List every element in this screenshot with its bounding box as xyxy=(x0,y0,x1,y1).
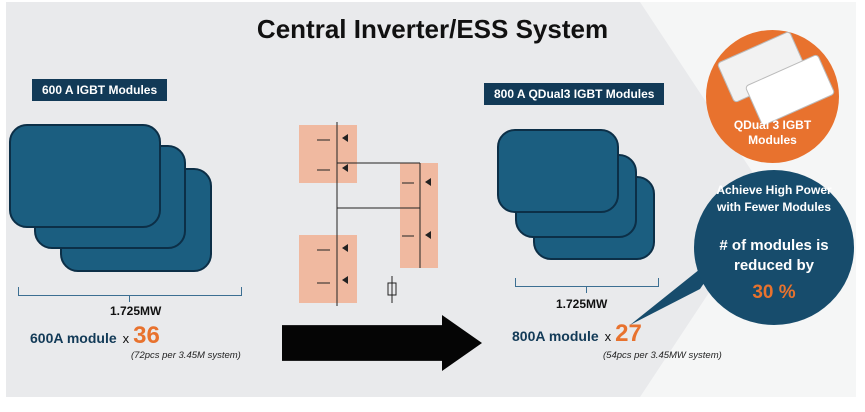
right-module-note: (54pcs per 3.45MW system) xyxy=(603,350,722,361)
left-module-count: 36 xyxy=(133,322,160,349)
callout-line1: Achieve High Power xyxy=(716,183,832,197)
right-module-count: 27 xyxy=(615,320,642,347)
right-capacity: 1.725MW xyxy=(556,297,608,311)
left-multiply-sign: x xyxy=(122,331,130,346)
callout-body: # of modules is reduced by xyxy=(694,236,854,276)
left-module-note: (72pcs per 3.45M system) xyxy=(131,350,241,361)
callout-percent: 30 % xyxy=(752,282,796,303)
left-module-name: 600A module xyxy=(30,330,117,346)
product-photo-caption: QDual 3 IGBT Modules xyxy=(706,118,839,148)
right-module-name: 800A module xyxy=(512,328,599,344)
callout-heading: Achieve High Power with Fewer Modules xyxy=(694,182,854,216)
igbt-schematic-diagram xyxy=(299,122,438,306)
product-caption-line2: Modules xyxy=(748,133,797,147)
right-module-stack-front xyxy=(497,129,619,213)
schematic-highlight-bottom-left xyxy=(299,235,357,303)
left-brace xyxy=(18,287,242,296)
callout-line3: # of modules is xyxy=(719,237,829,254)
left-module-stack-front xyxy=(9,124,161,228)
product-caption-line1: QDual 3 IGBT xyxy=(733,118,812,132)
right-module-label: 800 A QDual3 IGBT Modules xyxy=(484,83,665,105)
left-capacity: 1.725MW xyxy=(110,304,162,318)
left-module-label: 600 A IGBT Modules xyxy=(32,79,168,101)
right-brace-tip xyxy=(586,286,587,293)
page-title: Central Inverter/ESS System xyxy=(256,14,609,44)
schematic-highlight-top-left xyxy=(299,125,357,183)
right-brace xyxy=(515,278,659,287)
callout-bubble xyxy=(694,170,854,325)
callout-line4: reduced by xyxy=(733,257,815,274)
schematic-symbols xyxy=(342,134,431,296)
schematic-wires xyxy=(317,122,421,306)
left-brace-tip xyxy=(129,295,130,302)
schematic-highlight-right xyxy=(400,163,438,268)
callout-line2: with Fewer Modules xyxy=(716,200,831,214)
right-multiply-sign: x xyxy=(604,329,612,344)
